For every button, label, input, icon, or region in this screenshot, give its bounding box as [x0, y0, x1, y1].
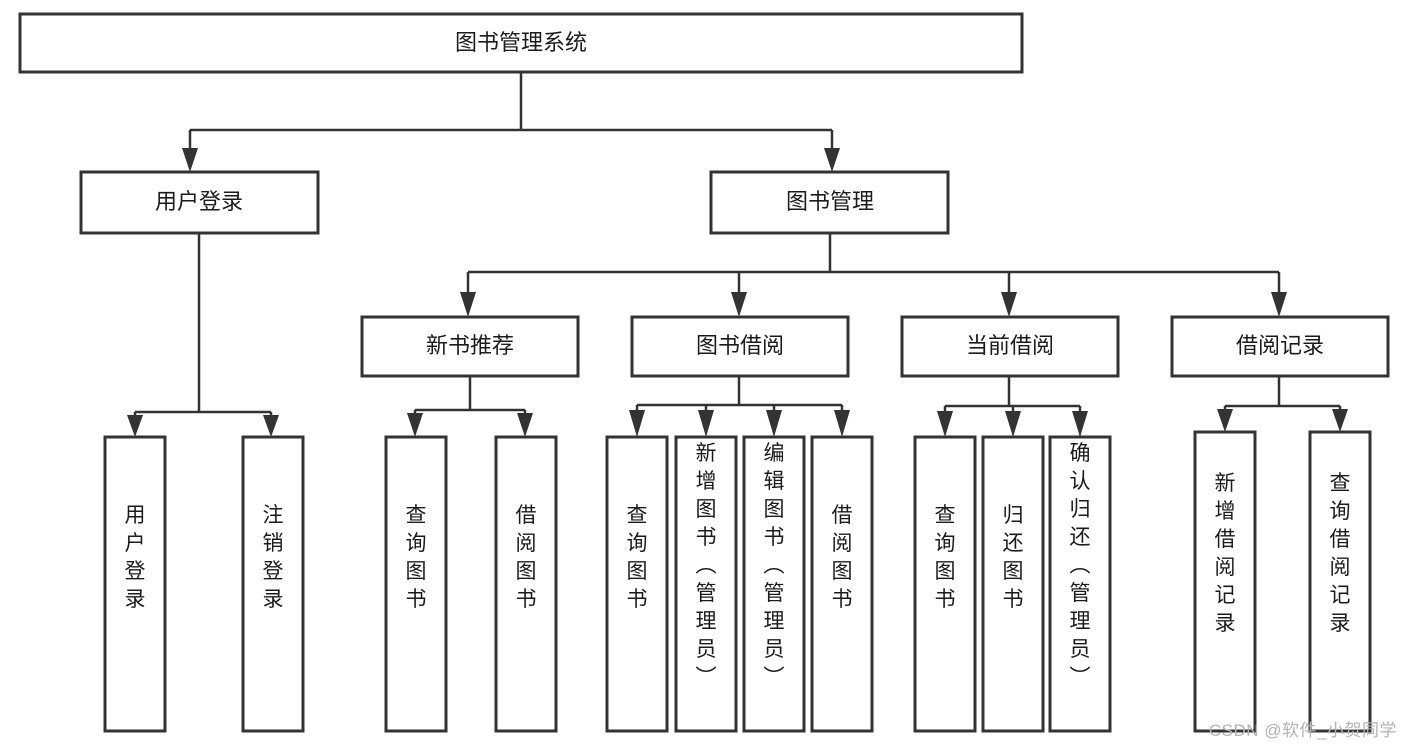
node-leaf-query-book-3-label: 查询图书 [935, 504, 956, 611]
arrowhead-leaf-query-book-2 [629, 410, 645, 437]
node-leaf-confirm-return-box[interactable] [1048, 435, 1112, 733]
node-new-book-rec-box[interactable] [360, 315, 580, 378]
node-leaf-logout[interactable]: 注销登录 [241, 435, 305, 733]
arrowhead-leaf-query-book-3 [937, 411, 953, 437]
node-leaf-add-record-label: 新增借阅记录 [1215, 472, 1236, 635]
arrowhead-leaf-user-login [127, 415, 143, 437]
arrowhead-leaf-return-book [1005, 411, 1021, 437]
node-leaf-query-book-1[interactable]: 查询图书 [384, 435, 448, 733]
node-leaf-query-record[interactable]: 查询借阅记录 [1308, 430, 1372, 733]
node-root-box[interactable] [18, 12, 1024, 74]
arrowhead-current-borrow [1001, 292, 1017, 317]
arrowhead-user-login [182, 148, 198, 172]
node-borrow-record[interactable]: 借阅记录 [1170, 315, 1390, 378]
node-leaf-user-login-box[interactable] [103, 435, 167, 733]
node-leaf-query-book-3[interactable]: 查询图书 [913, 435, 977, 733]
arrowhead-leaf-query-record [1332, 409, 1348, 432]
node-book-manage-label: 图书管理 [786, 189, 874, 214]
arrowhead-borrow-record [1271, 292, 1287, 317]
node-current-borrow-box[interactable] [900, 315, 1120, 378]
connector-group [127, 72, 1348, 437]
node-leaf-query-book-3-box[interactable] [913, 435, 977, 733]
node-current-borrow-label: 当前借阅 [966, 333, 1054, 358]
node-leaf-edit-book-box[interactable] [742, 435, 806, 733]
arrowhead-leaf-borrow-book-1 [517, 413, 533, 437]
arrowhead-leaf-query-book-1 [407, 413, 423, 437]
arrowhead-leaf-confirm-return [1072, 411, 1088, 437]
node-leaf-confirm-return-label: 确认归还︵管理员︶ [1070, 442, 1091, 689]
node-leaf-user-login-label: 用户登录 [125, 504, 146, 611]
node-leaf-add-record[interactable]: 新增借阅记录 [1193, 430, 1257, 733]
node-leaf-query-record-box[interactable] [1308, 430, 1372, 733]
node-leaf-borrow-book-1-box[interactable] [494, 435, 558, 733]
node-user-login-box[interactable] [79, 170, 320, 235]
node-borrow-record-label: 借阅记录 [1236, 333, 1324, 358]
node-leaf-query-book-2-box[interactable] [605, 435, 669, 733]
node-leaf-query-book-1-label: 查询图书 [406, 504, 427, 611]
arrowhead-leaf-edit-book [766, 410, 782, 437]
node-book-manage[interactable]: 图书管理 [709, 170, 950, 235]
node-new-book-rec[interactable]: 新书推荐 [360, 315, 580, 378]
arrowhead-new-book-rec [460, 292, 476, 317]
arrowhead-book-manage [824, 148, 840, 172]
node-leaf-return-book[interactable]: 归还图书 [981, 435, 1045, 733]
node-leaf-confirm-return[interactable]: 确认归还︵管理员︶ [1048, 435, 1112, 733]
node-leaf-logout-label: 注销登录 [263, 504, 284, 611]
node-leaf-query-book-1-box[interactable] [384, 435, 448, 733]
node-user-login-label: 用户登录 [155, 189, 243, 214]
node-leaf-query-book-2-label: 查询图书 [627, 504, 648, 611]
arrowhead-leaf-add-book [698, 410, 714, 437]
node-leaf-add-book-label: 新增图书︵管理员︶ [696, 442, 717, 689]
node-leaf-borrow-book-2-label: 借阅图书 [832, 504, 853, 611]
node-leaf-borrow-book-1[interactable]: 借阅图书 [494, 435, 558, 733]
node-root[interactable]: 图书管理系统 [18, 12, 1024, 74]
node-root-label: 图书管理系统 [455, 30, 587, 55]
node-leaf-user-login[interactable]: 用户登录 [103, 435, 167, 733]
node-book-borrow-label: 图书借阅 [696, 333, 784, 358]
node-leaf-edit-book[interactable]: 编辑图书︵管理员︶ [742, 435, 806, 733]
node-leaf-query-record-label: 查询借阅记录 [1330, 472, 1351, 635]
node-new-book-rec-label: 新书推荐 [426, 333, 514, 358]
node-leaf-edit-book-label: 编辑图书︵管理员︶ [764, 442, 785, 689]
node-leaf-borrow-book-2[interactable]: 借阅图书 [810, 435, 874, 733]
arrowhead-leaf-borrow-book-2 [834, 410, 850, 437]
node-leaf-borrow-book-1-label: 借阅图书 [516, 504, 537, 611]
node-leaf-return-book-box[interactable] [981, 435, 1045, 733]
node-leaf-add-book[interactable]: 新增图书︵管理员︶ [674, 435, 738, 733]
node-leaf-borrow-book-2-box[interactable] [810, 435, 874, 733]
node-borrow-record-box[interactable] [1170, 315, 1390, 378]
node-leaf-add-book-box[interactable] [674, 435, 738, 733]
arrowhead-leaf-add-record [1217, 409, 1233, 432]
arrowhead-leaf-logout [263, 415, 279, 437]
node-current-borrow[interactable]: 当前借阅 [900, 315, 1120, 378]
node-book-borrow-box[interactable] [630, 315, 850, 378]
node-user-login[interactable]: 用户登录 [79, 170, 320, 235]
node-leaf-logout-box[interactable] [241, 435, 305, 733]
node-leaf-add-record-box[interactable] [1193, 430, 1257, 733]
node-leaf-query-book-2[interactable]: 查询图书 [605, 435, 669, 733]
node-leaf-return-book-label: 归还图书 [1003, 504, 1024, 611]
arrowhead-book-borrow [731, 292, 747, 317]
node-book-borrow[interactable]: 图书借阅 [630, 315, 850, 378]
node-book-manage-box[interactable] [709, 170, 950, 235]
